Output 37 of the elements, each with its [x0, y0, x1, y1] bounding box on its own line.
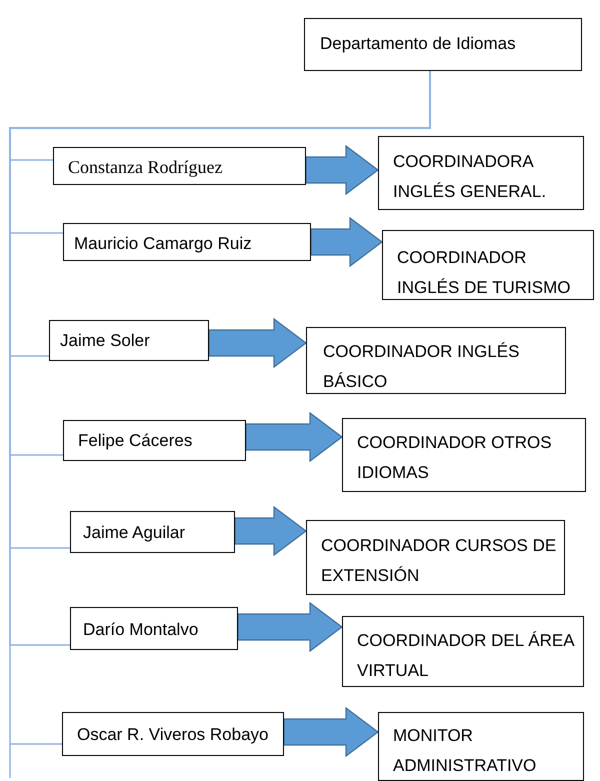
person-name: Constanza Rodríguez	[67, 156, 224, 178]
role-title: COORDINADOR INGLÉS BÁSICO	[322, 341, 520, 393]
name-box	[62, 712, 284, 756]
name-box	[70, 511, 235, 553]
name-box	[53, 147, 306, 185]
role-title: COORDINADOR DEL ÁREA VIRTUAL	[356, 630, 576, 682]
role-title: COORDINADOR CURSOS DE EXTENSIÓN	[320, 535, 558, 587]
role-title: COORDINADOR INGLÉS DE TURISMO	[396, 247, 572, 299]
role-title: MONITOR ADMINISTRATIVO	[392, 725, 538, 777]
person-name: Mauricio Camargo Ruiz	[73, 233, 253, 254]
block-arrow	[237, 602, 343, 652]
person-name: Oscar R. Viveros Robayo	[76, 724, 270, 745]
block-arrow	[283, 706, 379, 758]
department-box	[304, 18, 582, 71]
role-box	[342, 616, 584, 687]
role-title: COORDINADORA INGLÉS GENERAL.	[392, 151, 548, 203]
role-box	[306, 327, 566, 394]
name-box	[63, 420, 246, 461]
role-title: COORDINADOR OTROS IDIOMAS	[356, 432, 553, 484]
block-arrow	[245, 412, 343, 462]
role-box	[378, 136, 584, 210]
person-name: Jaime Soler	[59, 330, 151, 351]
person-name: Darío Montalvo	[82, 619, 200, 640]
block-arrow	[305, 144, 379, 196]
name-box	[70, 607, 238, 650]
role-box	[306, 520, 565, 595]
person-name: Felipe Cáceres	[77, 430, 194, 451]
block-arrow	[234, 506, 307, 556]
block-arrow	[208, 318, 307, 368]
role-box	[382, 230, 594, 300]
role-box	[342, 418, 586, 492]
person-name: Jaime Aguilar	[82, 522, 186, 543]
block-arrow	[310, 216, 383, 268]
name-box	[49, 320, 209, 361]
name-box	[63, 223, 311, 261]
department-label: Departamento de Idiomas	[319, 33, 517, 54]
role-box	[378, 712, 584, 781]
